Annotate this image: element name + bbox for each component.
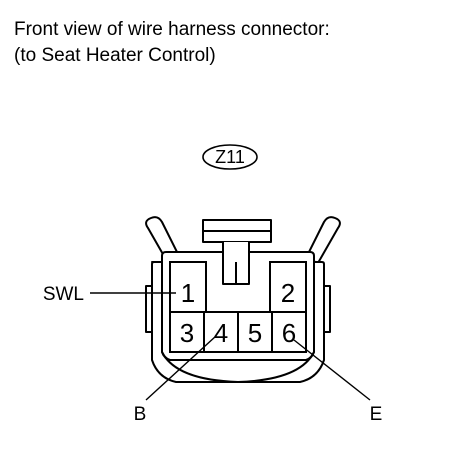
callout-line-b bbox=[145, 335, 217, 401]
callout-label-swl: SWL bbox=[43, 284, 84, 305]
top-lock-tab bbox=[202, 219, 272, 285]
pin-number-5: 5 bbox=[248, 318, 262, 348]
pin-cell-1 bbox=[169, 261, 207, 313]
connector-id-text: Z11 bbox=[215, 147, 245, 167]
pin-number-1: 1 bbox=[181, 278, 195, 308]
connector-id-ellipse bbox=[202, 144, 258, 170]
left-latch-arm bbox=[145, 216, 181, 264]
caption-line-1: Front view of wire harness connector: bbox=[14, 19, 330, 40]
right-latch-arm bbox=[305, 216, 341, 264]
diagram-caption: Front view of wire harness connector: (t… bbox=[14, 17, 330, 69]
pin-cell-2 bbox=[269, 261, 307, 313]
pin-number-4: 4 bbox=[214, 318, 228, 348]
caption-line-2: (to Seat Heater Control) bbox=[14, 45, 216, 66]
pin-number-3: 3 bbox=[180, 318, 194, 348]
callout-line-e bbox=[293, 339, 371, 401]
callout-label-b: B bbox=[134, 404, 147, 425]
pin-number-2: 2 bbox=[281, 278, 295, 308]
connector-id-badge: Z11 bbox=[202, 144, 258, 170]
pin-numbers: 1 2 3 4 5 6 bbox=[180, 278, 296, 348]
upper-cavities bbox=[169, 261, 307, 313]
lower-cavities bbox=[169, 311, 307, 353]
pin-number-6: 6 bbox=[282, 318, 296, 348]
callout-lines bbox=[90, 292, 371, 401]
callout-label-e: E bbox=[370, 404, 383, 425]
callout-labels: SWL B E bbox=[43, 284, 383, 425]
